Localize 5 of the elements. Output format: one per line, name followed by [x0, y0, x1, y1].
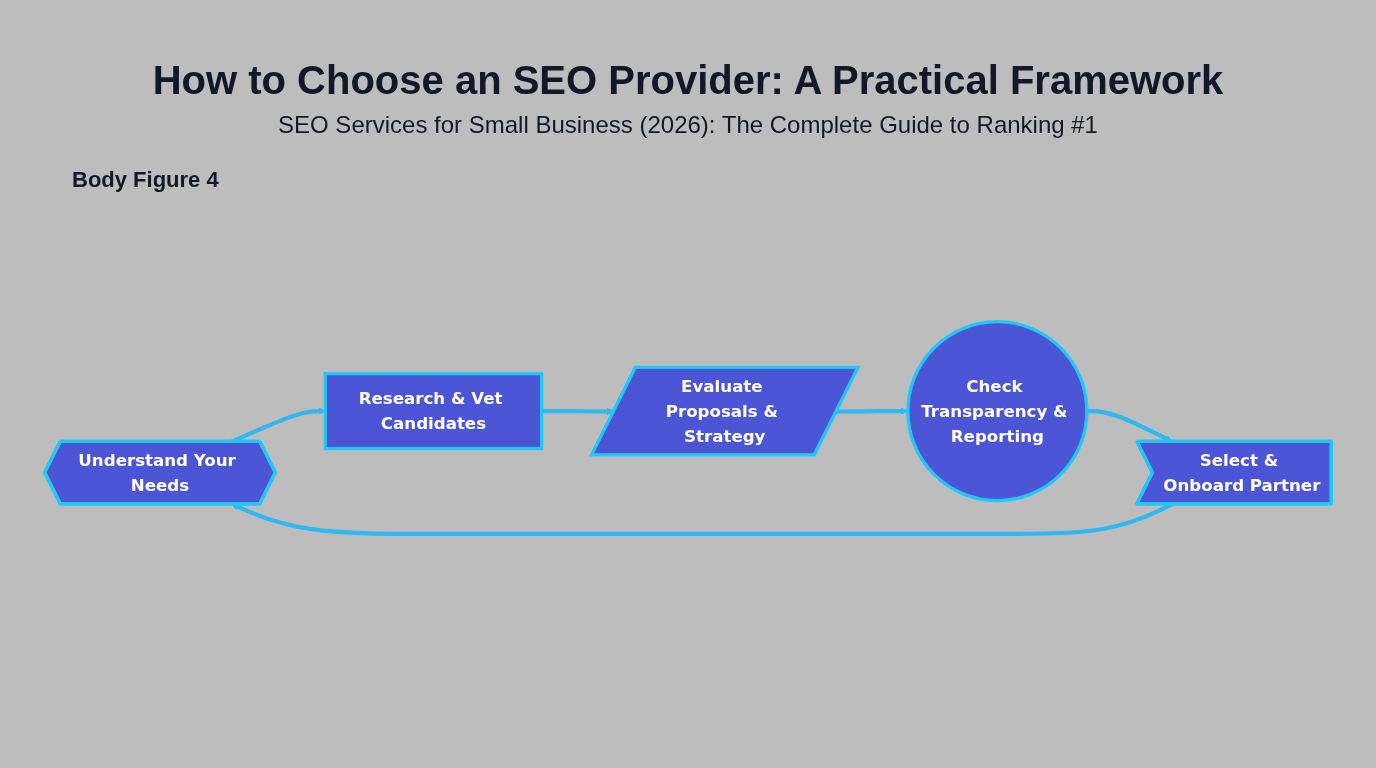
- subtitle: SEO Services for Small Business (2026): The Complete Guide to Ranking #1: [277, 111, 1099, 139]
- figure-label: Body Figure 4: [72, 167, 220, 193]
- node-box: Research & Vet Candidates: [323, 372, 544, 451]
- node-circle: Check Transparency & Reporting: [906, 320, 1089, 503]
- title: How to Choose an SEO Provider: A Practical Framework: [151, 57, 1225, 103]
